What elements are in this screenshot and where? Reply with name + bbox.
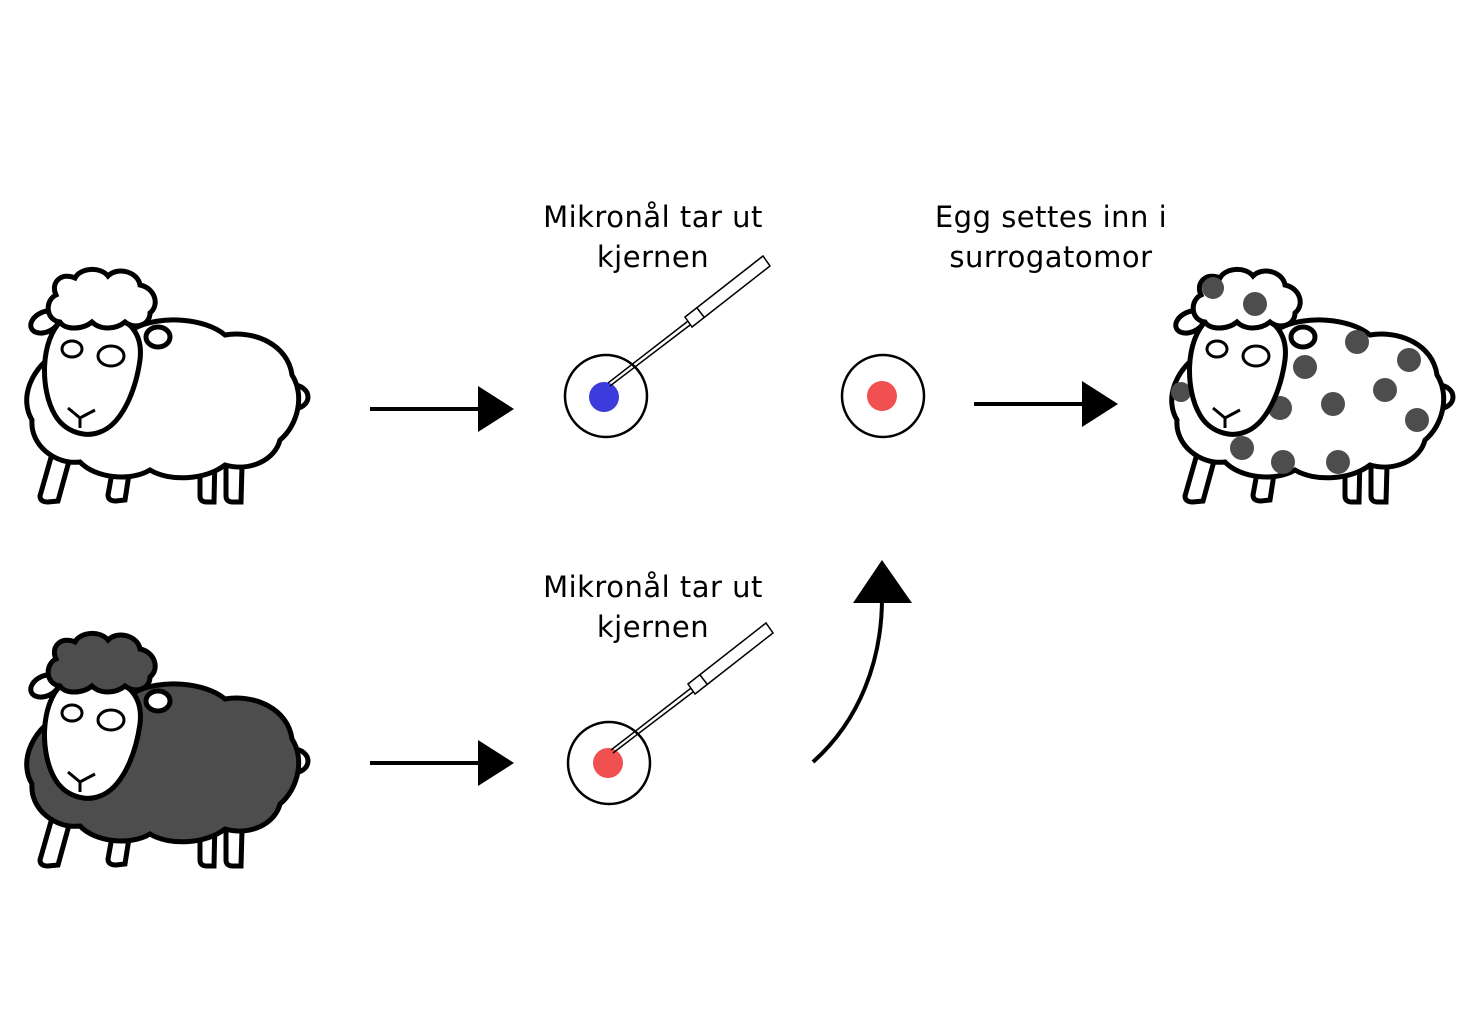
egg-cell-result [840, 353, 926, 439]
egg-cell-bottom [566, 720, 652, 806]
label-surrogate: Egg settes inn i surrogatomor [881, 197, 1221, 277]
micro-needle-icon [607, 254, 772, 387]
arrow-curved-up [811, 560, 912, 764]
label-line: surrogatomor [949, 240, 1153, 274]
label-top-needle: Mikronål tar ut kjernen [483, 197, 823, 277]
label-line: Egg settes inn i [934, 200, 1168, 234]
arrow-bottom-left [370, 740, 514, 786]
egg-cell-top [563, 353, 649, 439]
nucleus-blue [589, 382, 619, 412]
sheep-dark-icon [24, 631, 311, 869]
sheep-spotted-icon [1169, 267, 1456, 505]
label-line: kjernen [596, 240, 710, 274]
nucleus-red [867, 381, 897, 411]
label-line: Mikronål tar ut [543, 200, 763, 234]
arrow-right [974, 381, 1118, 427]
label-line: kjernen [596, 610, 710, 644]
label-line: Mikronål tar ut [543, 570, 763, 604]
micro-needle-icon [610, 621, 775, 754]
label-bottom-needle: Mikronål tar ut kjernen [483, 567, 823, 647]
nucleus-red [593, 748, 623, 778]
wool-spots [1171, 330, 1429, 474]
arrow-top-left [370, 386, 514, 432]
sheep-white-icon [24, 267, 311, 505]
